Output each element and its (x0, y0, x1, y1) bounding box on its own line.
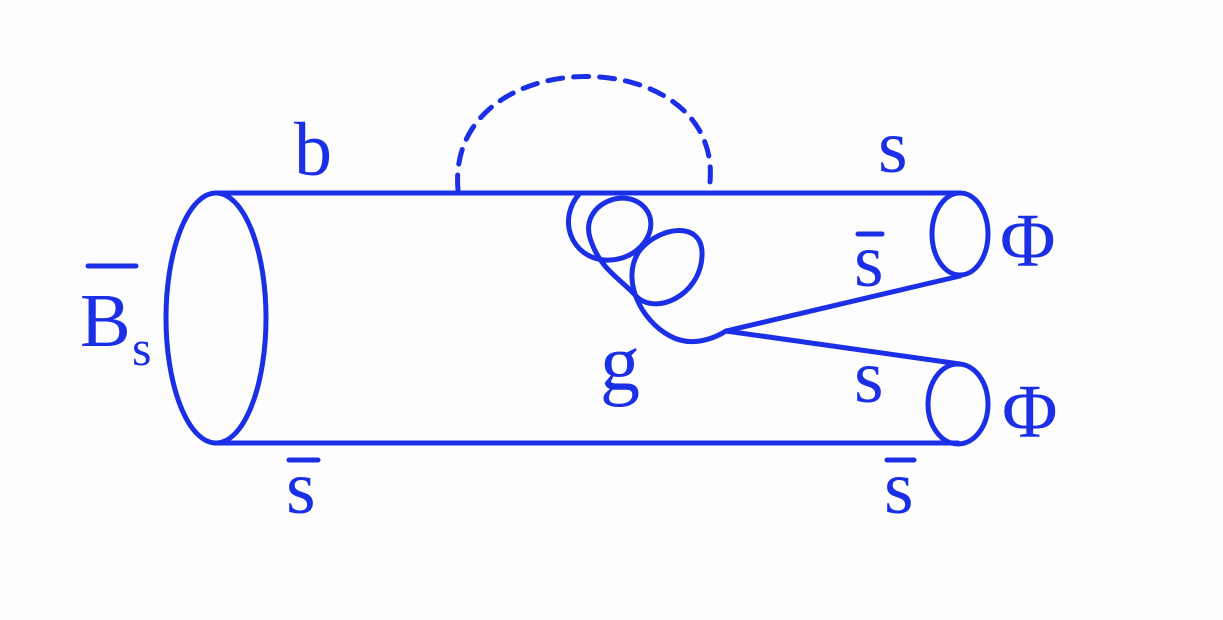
label-antiquark-bottom-left: s (286, 446, 316, 530)
lower-split-line (723, 328, 963, 367)
label-meson-initial: B (80, 279, 131, 363)
upper-split-line (723, 273, 963, 334)
upper-meson-ellipse (929, 190, 991, 278)
label-meson-lower: Φ (1002, 370, 1058, 454)
initial-meson-ellipse (163, 190, 269, 446)
diagram-lines (85, 74, 991, 463)
label-quark-lower-right: s (854, 335, 884, 419)
label-quark-top-left: b (294, 108, 332, 192)
dashed-loop (455, 74, 713, 193)
label-antiquark-bottom-right: s (884, 446, 914, 530)
gluon-line (566, 190, 729, 345)
label-gluon: g (600, 320, 640, 408)
lower-meson-ellipse (925, 361, 991, 447)
label-quark-top-right: s (878, 105, 908, 189)
label-antiquark-upper-right: s (854, 219, 884, 303)
label-meson-initial-subscript: s (132, 320, 151, 376)
label-meson-upper: Φ (1000, 199, 1056, 283)
diagram-labels: B s b s s g s s s Φ Φ (80, 105, 1058, 530)
